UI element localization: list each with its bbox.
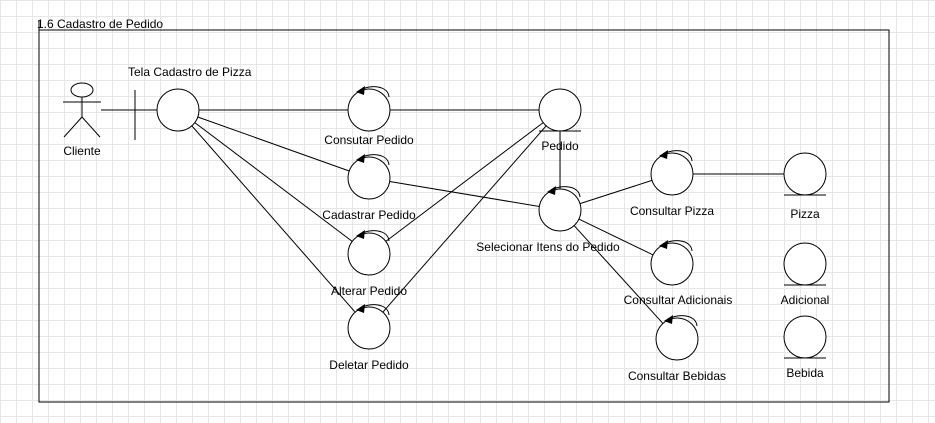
entity-bebida[interactable]: Bebida (783, 315, 827, 380)
connection-cadastrar_pedido-selecionar_itens (389, 181, 540, 207)
control-consultar-adicionais[interactable]: Consultar Adicionais (624, 240, 733, 307)
connection-lines (101, 109, 784, 324)
connection-tela-cadastrar_pedido (197, 116, 350, 172)
control-cadastrar-pedido[interactable]: Cadastrar Pedido (322, 154, 416, 222)
control-label: Consultar Adicionais (624, 293, 733, 307)
control-label: Deletar Pedido (329, 358, 409, 372)
entity-pedido[interactable]: Pedido (538, 88, 582, 153)
control-label: Cadastrar Pedido (322, 208, 416, 222)
control-consultar-bebidas[interactable]: Consultar Bebidas (628, 315, 726, 383)
connection-selecionar_itens-consultar_adicionais (578, 218, 654, 256)
connection-tela-alterar_pedido (194, 122, 353, 242)
entity-label: Pedido (541, 139, 579, 153)
control-label: Consutar Pedido (324, 133, 414, 147)
diagram-frame (38, 29, 890, 403)
entity-label: Bebida (786, 366, 824, 380)
control-label: Consultar Pizza (630, 204, 714, 218)
control-consultar-pedido[interactable]: Consutar Pedido (324, 86, 414, 147)
control-label: Consultar Bebidas (628, 369, 726, 383)
entity-pizza[interactable]: Pizza (783, 152, 827, 221)
control-deletar-pedido[interactable]: Deletar Pedido (329, 304, 409, 372)
entity-label: Adicional (781, 293, 830, 307)
frame-title: 1.6 Cadastro de Pedido (37, 17, 163, 31)
connection-alterar_pedido-pedido (385, 122, 544, 242)
connection-selecionar_itens-consultar_pizza (579, 179, 653, 205)
connection-tela-deletar_pedido (191, 125, 356, 313)
control-consultar-pizza[interactable]: Consultar Pizza (630, 150, 714, 218)
connection-selecionar_itens-consultar_bebidas (573, 225, 664, 324)
control-alterar-pedido[interactable]: Alterar Pedido (331, 230, 407, 298)
boundary-tela-cadastro[interactable]: Tela Cadastro de Pizza (128, 65, 252, 140)
control-label: Selecionar Itens do Pedido (476, 240, 620, 254)
control-selecionar-itens[interactable]: Selecionar Itens do Pedido (476, 186, 620, 254)
entity-label: Pizza (790, 207, 820, 221)
actor-cliente[interactable]: Cliente (63, 82, 101, 158)
boundary-label: Tela Cadastro de Pizza (128, 65, 252, 79)
connection-deletar_pedido-pedido (382, 125, 547, 313)
actor-label: Cliente (63, 144, 101, 158)
entity-adicional[interactable]: Adicional (781, 242, 830, 307)
control-label: Alterar Pedido (331, 284, 407, 298)
